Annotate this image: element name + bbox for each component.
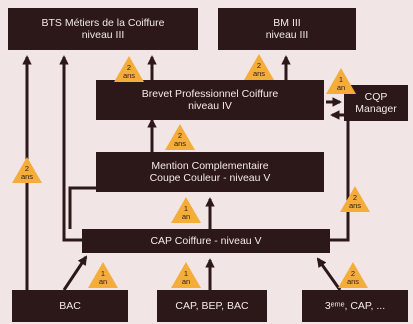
badge-number: 2 xyxy=(177,131,183,140)
box-mc-line2: Coupe Couleur - niveau V xyxy=(149,172,271,184)
badge-unit: ans xyxy=(346,277,360,286)
box-cap-bep-bac: CAP, BEP, BAC xyxy=(157,290,267,322)
box-third-line1: 3ᵉᵐᵉ, CAP, ... xyxy=(324,300,386,312)
badge-number: 1 xyxy=(100,269,106,278)
duration-badge-cap-right: 2 ans xyxy=(340,186,370,212)
badge-unit: an xyxy=(181,212,191,221)
box-bac-line1: BAC xyxy=(59,300,81,312)
box-bac: BAC xyxy=(12,290,128,322)
box-capbep-line1: CAP, BEP, BAC xyxy=(175,300,249,312)
duration-badge-bac-bts: 2 ans xyxy=(12,157,42,183)
box-bm: BM III niveau III xyxy=(218,8,356,50)
badge-number: 2 xyxy=(352,193,358,202)
badge-number: 2 xyxy=(24,164,30,173)
box-cap-line1: CAP Coiffure - niveau V xyxy=(150,235,262,247)
badge-number: 2 xyxy=(126,63,132,72)
box-cqp-line1: CQP xyxy=(364,91,388,103)
arrow-cap-to-bp-right xyxy=(330,110,350,242)
box-bm-line1: BM III xyxy=(273,17,301,29)
box-bp-line1: Brevet Professionnel Coiffure xyxy=(141,88,279,100)
box-cqp-line2: Manager xyxy=(355,103,397,115)
box-mc: Mention Complementaire Coupe Couleur - n… xyxy=(96,152,324,192)
badge-unit: ans xyxy=(348,201,362,210)
badge-unit: ans xyxy=(20,172,34,181)
badge-number: 2 xyxy=(256,61,262,70)
badge-number: 2 xyxy=(350,269,356,278)
box-cap: CAP Coiffure - niveau V xyxy=(82,229,330,253)
arrow-bac-to-cap xyxy=(62,255,88,291)
badge-number: 1 xyxy=(183,204,189,213)
badge-unit: an xyxy=(98,277,108,286)
duration-badge-third-cap: 2 ans xyxy=(338,262,368,288)
duration-badge-cap-mc: 1 an xyxy=(171,197,201,223)
box-3eme-cap: 3ᵉᵐᵉ, CAP, ... xyxy=(302,290,408,322)
arrow-cap-to-bts xyxy=(59,55,82,242)
box-cqp: CQP Manager xyxy=(344,85,408,121)
badge-unit: an xyxy=(336,83,346,92)
badge-unit: ans xyxy=(122,71,136,80)
box-bp-line2: niveau IV xyxy=(188,100,232,112)
duration-badge-capbep-cap: 1 an xyxy=(171,262,201,288)
badge-number: 1 xyxy=(338,75,344,84)
badge-unit: ans xyxy=(173,139,187,148)
badge-unit: ans xyxy=(252,69,266,78)
duration-badge-bac-cap: 1 an xyxy=(88,262,118,288)
duration-badge-bp-bm: 2 ans xyxy=(244,54,274,80)
duration-badge-cap-bp: 2 ans xyxy=(165,124,195,150)
arrow-third-to-cap xyxy=(316,257,342,291)
box-bp: Brevet Professionnel Coiffure niveau IV xyxy=(96,80,324,120)
duration-badge-bp-cqp: 1 an xyxy=(326,68,356,94)
badge-number: 1 xyxy=(183,269,189,278)
duration-badge-bp-bts: 2 ans xyxy=(114,56,144,82)
box-bts-line1: BTS Métiers de la Coiffure xyxy=(41,17,165,29)
box-bts: BTS Métiers de la Coiffure niveau III xyxy=(8,8,198,50)
box-mc-line1: Mention Complementaire xyxy=(151,160,269,172)
box-bts-line2: niveau III xyxy=(81,29,125,41)
badge-unit: an xyxy=(181,277,191,286)
box-bm-line2: niveau III xyxy=(265,29,309,41)
